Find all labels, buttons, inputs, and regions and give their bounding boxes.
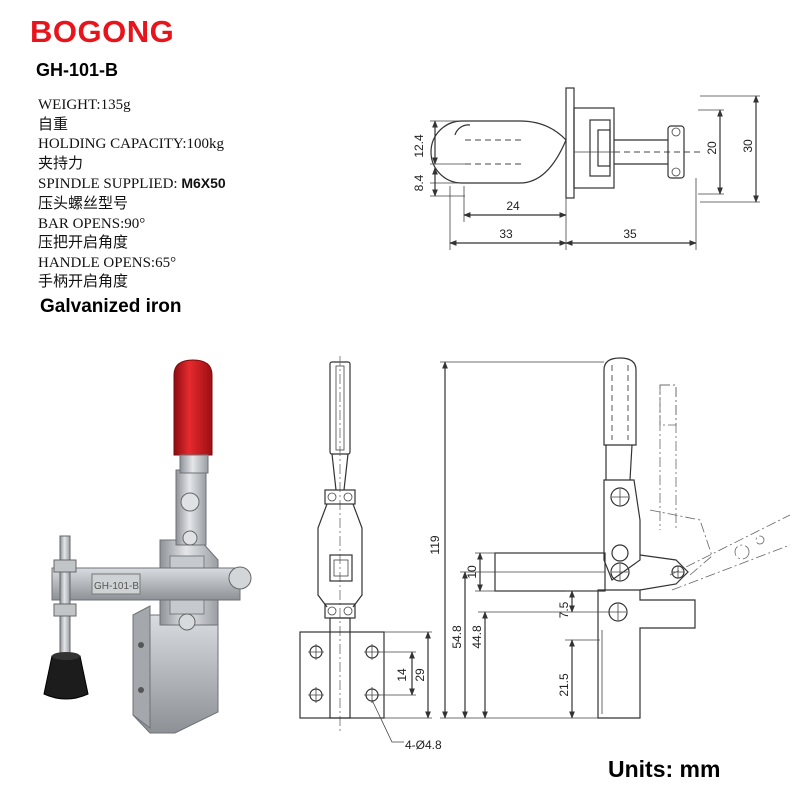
dim-30: 30 xyxy=(741,139,755,153)
front-view-drawing: 14 29 4-Ø4.8 xyxy=(299,356,442,752)
spec-weight-cn: 自重 xyxy=(38,116,69,133)
product-photo: GH-101-B xyxy=(43,359,252,734)
dim-33: 33 xyxy=(499,227,513,241)
hole-callout: 4-Ø4.8 xyxy=(405,738,442,752)
dim-20: 20 xyxy=(705,141,719,155)
dim-119: 119 xyxy=(428,535,442,554)
top-view-drawing: 12.4 8.4 24 33 35 20 30 xyxy=(412,87,760,250)
dim-14: 14 xyxy=(395,668,409,682)
side-view-drawing: 119 10 54.8 44.8 7.5 21.5 xyxy=(428,357,791,719)
dim-21-5: 21.5 xyxy=(557,673,571,697)
dim-12-4: 12.4 xyxy=(412,134,426,158)
spec-bar-opens: BAR OPENS:90° xyxy=(38,215,146,232)
model-number: GH-101-B xyxy=(36,60,119,80)
dim-29: 29 xyxy=(413,668,427,682)
brand-logo: BOGONG xyxy=(30,14,175,49)
spec-spindle-cn: 压头螺丝型号 xyxy=(38,195,129,212)
dim-7-5: 7.5 xyxy=(557,601,571,618)
spec-bar-opens-cn: 压把开启角度 xyxy=(38,235,129,252)
dim-24: 24 xyxy=(506,199,520,213)
material-label: Galvanized iron xyxy=(40,296,182,317)
spec-holding-capacity: HOLDING CAPACITY:100kg xyxy=(38,136,224,153)
dim-44-8: 44.8 xyxy=(470,625,484,649)
spec-handle-opens: HANDLE OPENS:65° xyxy=(38,254,177,271)
spec-weight: WEIGHT:135g xyxy=(38,97,131,113)
spec-holding-capacity-cn: 夹持力 xyxy=(38,155,84,172)
dim-35: 35 xyxy=(623,227,637,241)
spec-handle-opens-cn: 手柄开启角度 xyxy=(38,274,129,291)
spec-spindle: SPINDLE SUPPLIED: M6X50 xyxy=(38,175,226,193)
dim-8-4: 8.4 xyxy=(412,174,426,191)
units-label: Units: mm xyxy=(608,756,721,782)
dim-54-8: 54.8 xyxy=(450,625,464,649)
svg-text:GH-101-B: GH-101-B xyxy=(94,581,139,592)
spec-list: WEIGHT:135g 自重 HOLDING CAPACITY:100kg 夹持… xyxy=(38,96,226,293)
